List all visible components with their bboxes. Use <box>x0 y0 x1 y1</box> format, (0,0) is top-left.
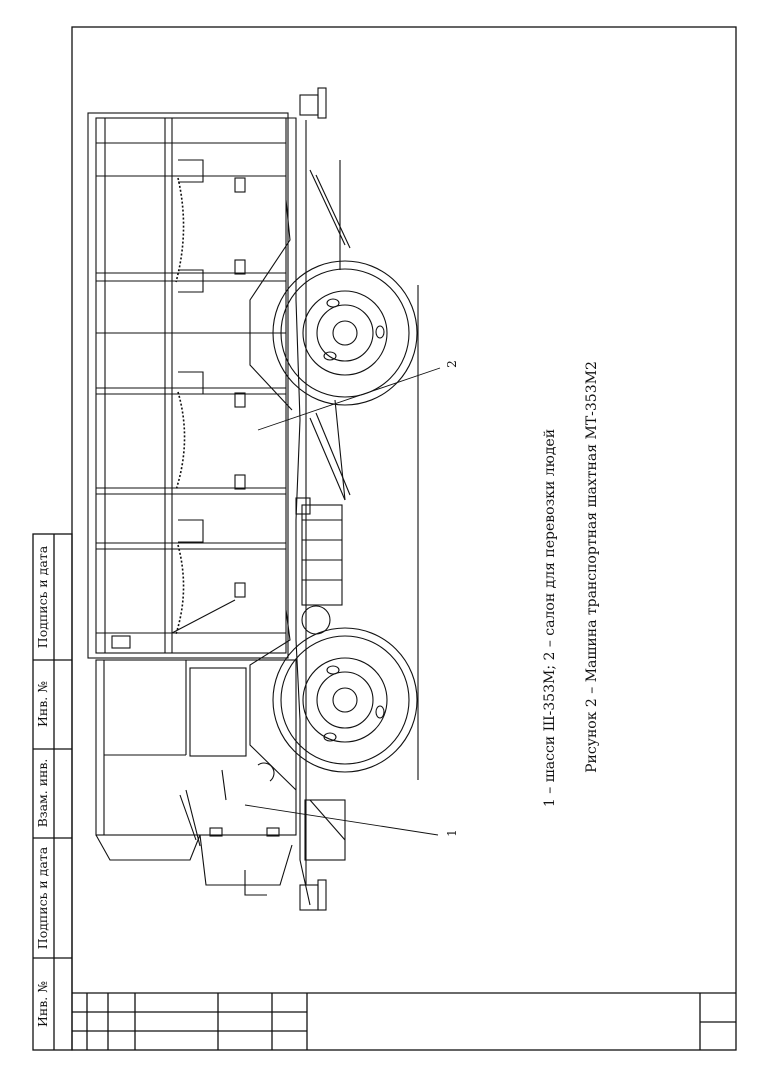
stamp-sign-date-top: Подпись и дата <box>34 545 50 649</box>
driver-cab <box>95 659 297 896</box>
callout-1: 1 <box>445 829 459 837</box>
vehicle-drawing <box>87 87 441 911</box>
title-block <box>72 992 736 1050</box>
leader-line-1 <box>244 804 439 836</box>
figure-caption: Рисунок 2 – Машина транспортная шахтная … <box>584 361 600 773</box>
front-wheel <box>272 627 418 773</box>
saloon-body <box>87 112 289 659</box>
chassis-frame <box>249 87 351 911</box>
leader-line-2 <box>257 367 441 431</box>
stamp-sign-date-bottom: Подпись и дата <box>34 846 50 950</box>
figure-legend: 1 – шасси Ш-353М; 2 – салон для перевозк… <box>542 428 558 808</box>
callout-2: 2 <box>445 360 459 368</box>
left-stamp-block <box>32 533 73 1051</box>
rear-wheel <box>272 260 418 406</box>
safety-chains <box>175 177 186 635</box>
stamp-inv-no-top: Инв. № <box>34 680 50 728</box>
stamp-vzam-inv: Взам. инв. <box>34 758 50 828</box>
stamp-inv-no-bottom: Инв. № <box>34 980 50 1028</box>
